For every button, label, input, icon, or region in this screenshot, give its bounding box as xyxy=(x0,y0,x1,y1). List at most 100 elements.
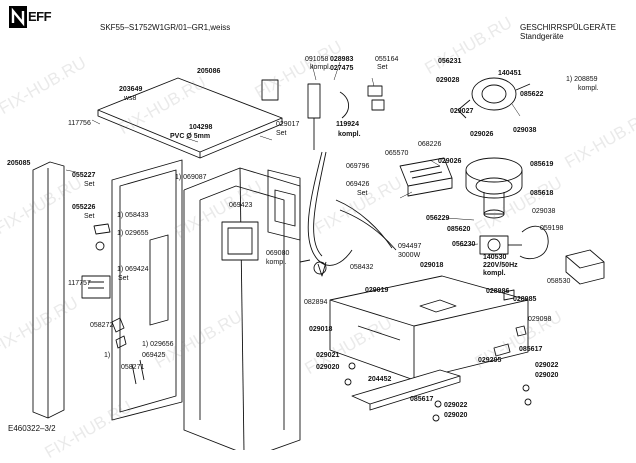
part-label: 069423 xyxy=(229,202,253,209)
part-label: 056231 xyxy=(438,58,462,65)
inlet-valve-group xyxy=(261,79,385,150)
part-label: kompl. xyxy=(483,270,506,277)
part-label: 069425 xyxy=(142,352,166,359)
leader-lines xyxy=(65,61,521,247)
part-label: 220V/50Hz xyxy=(483,262,518,269)
part-label: 082894 xyxy=(304,299,328,306)
part-label: Set xyxy=(276,130,287,137)
part-label: 204452 xyxy=(368,376,392,383)
part-label: 069080 xyxy=(266,250,290,257)
part-label: 205085 xyxy=(7,160,31,167)
part-label: 029021 xyxy=(316,352,340,359)
part-label: Set xyxy=(84,213,95,220)
drawing-code: E460322–3/2 xyxy=(8,424,56,433)
part-label: 205086 xyxy=(197,68,221,75)
part-label: 055164 xyxy=(375,56,399,63)
part-label: 029019 xyxy=(365,287,389,294)
part-label: 085622 xyxy=(520,91,544,98)
small-parts xyxy=(131,259,532,422)
part-label: Set xyxy=(357,190,368,197)
door-panel xyxy=(111,159,183,421)
part-label: 1) xyxy=(104,352,111,359)
part-label: 3000W xyxy=(398,252,421,259)
part-label: 1) 029655 xyxy=(117,230,149,237)
part-label: 058271 xyxy=(121,364,145,371)
part-label: 065570 xyxy=(385,150,409,157)
part-label: 119924 xyxy=(336,121,359,128)
part-label: 1) 029656 xyxy=(142,341,174,348)
part-label: 029018 xyxy=(309,326,333,333)
kick-strip xyxy=(351,369,461,411)
sump-assembly xyxy=(465,157,523,219)
part-label: 059198 xyxy=(540,225,564,232)
part-label: 058530 xyxy=(547,278,571,285)
worktop-panel xyxy=(97,77,283,159)
part-label: 085619 xyxy=(530,161,554,168)
part-label: 140451 xyxy=(498,70,522,77)
part-label: 056230 xyxy=(452,241,476,248)
part-label: 029027 xyxy=(450,108,474,115)
part-label: 029022 xyxy=(535,362,559,369)
part-label: 028986 xyxy=(486,288,510,295)
brand-logo: EFF xyxy=(9,6,52,32)
part-label: 029098 xyxy=(528,316,552,323)
drain-pump xyxy=(479,235,522,255)
part-label: 069426 xyxy=(346,181,370,188)
part-label: Set xyxy=(84,181,95,188)
part-label: kompl. xyxy=(266,259,287,266)
part-label: 029026 xyxy=(470,131,494,138)
part-label: 117757 xyxy=(68,280,91,287)
part-label: 055227 xyxy=(72,172,96,179)
circulation-pump xyxy=(457,77,531,119)
exploded-parts-drawing xyxy=(32,61,605,450)
part-label: 029020 xyxy=(535,372,559,379)
part-label: 085620 xyxy=(447,226,471,233)
part-label: 058272 xyxy=(90,322,114,329)
part-label: 028983 xyxy=(330,56,354,63)
salt-container xyxy=(565,249,605,285)
part-label: 029028 xyxy=(436,77,460,84)
part-label: PVC Ø 5mm xyxy=(170,133,211,140)
part-label: 104298 xyxy=(189,124,213,131)
brand-logo-text: EFF xyxy=(28,9,52,24)
part-label: 091058 xyxy=(305,56,329,63)
part-label: 056229 xyxy=(426,215,450,222)
part-label: 140530 xyxy=(483,254,507,261)
hinge-parts xyxy=(81,223,127,349)
part-label: 085618 xyxy=(530,190,554,197)
part-label: 027475 xyxy=(330,65,354,72)
part-label: 1) 058433 xyxy=(117,212,149,219)
category-subtitle: Standgeräte xyxy=(520,32,564,41)
part-label: Set xyxy=(118,275,129,282)
part-label: 085617 xyxy=(519,346,543,353)
part-label: kompl. xyxy=(338,131,361,138)
part-label: 029038 xyxy=(513,127,537,134)
part-label: 028985 xyxy=(513,296,537,303)
neff-logo-symbol xyxy=(9,6,27,28)
part-label: 055226 xyxy=(72,204,96,211)
left-side-panel xyxy=(32,161,65,419)
part-label: 094497 xyxy=(398,243,422,250)
part-label: 069796 xyxy=(346,163,370,170)
part-label: kompl. xyxy=(310,64,331,71)
part-label: 029020 xyxy=(444,412,468,419)
part-label: 029020 xyxy=(316,364,340,371)
category-title: GESCHIRRSPÜLGERÄTE xyxy=(520,23,617,32)
door-rails xyxy=(267,169,301,241)
part-label: 029038 xyxy=(532,208,556,215)
part-label: 068226 xyxy=(418,141,442,148)
part-label: 029022 xyxy=(444,402,468,409)
part-label: 117756 xyxy=(68,120,91,127)
part-label: 058432 xyxy=(350,264,374,271)
part-label: 029017 xyxy=(276,121,300,128)
part-label: 1) 069424 xyxy=(117,266,149,273)
hoses xyxy=(307,151,549,277)
part-label: 029026 xyxy=(438,158,462,165)
heater-assembly xyxy=(399,157,453,197)
part-label: 085617 xyxy=(410,396,434,403)
part-label: 029018 xyxy=(420,262,444,269)
part-label: Set xyxy=(377,64,388,71)
part-label: 1) 208859 xyxy=(566,76,598,83)
page-title: SKF55–S1752W1GR/01–GR1,weiss xyxy=(100,23,231,32)
part-label: kompl. xyxy=(578,85,599,92)
